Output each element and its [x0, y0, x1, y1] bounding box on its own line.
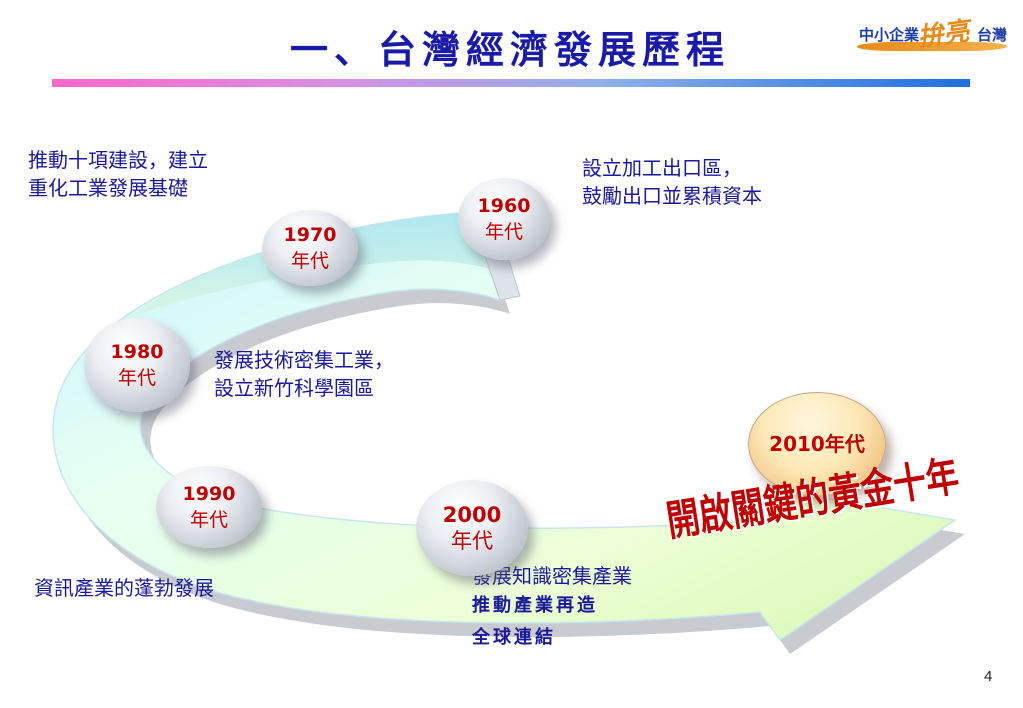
node-2000-label: 年代 [451, 529, 493, 553]
node-1970: 1970 年代 [262, 210, 358, 286]
page-number: 4 [984, 668, 993, 685]
node-1990-year: 1990 [182, 483, 236, 505]
note-1960-line1: 設立加工出口區， [582, 156, 742, 180]
note-1990-line1: 資訊產業的蓬勃發展 [34, 576, 214, 600]
node-1970-label: 年代 [290, 250, 329, 272]
node-2010: 2010 年代 [748, 392, 886, 496]
node-1960: 1960 年代 [458, 178, 550, 260]
note-1970-line2: 重化工業發展基礎 [28, 176, 188, 200]
note-1990: 資訊產業的蓬勃發展 [34, 574, 214, 602]
note-1980-line1: 發展技術密集工業， [214, 348, 394, 372]
node-1980-label: 年代 [117, 367, 156, 389]
node-2010-label: 年代 [824, 432, 865, 456]
node-2010-year: 2010 [769, 432, 825, 456]
note-2000-line3: 全球連結 [472, 627, 556, 648]
node-1970-year: 1970 [283, 224, 337, 246]
node-2000-year: 2000 [442, 503, 502, 527]
note-1980-line2: 設立新竹科學園區 [214, 376, 374, 400]
node-1990-label: 年代 [189, 509, 228, 531]
slide-title: 一、台灣經濟發展歷程 [289, 27, 730, 72]
logo-text-right: 台灣 [977, 26, 1008, 44]
note-2000-line2: 推動產業再造 [472, 595, 598, 616]
node-1980-year: 1980 [110, 341, 164, 363]
node-1980: 1980 年代 [84, 318, 190, 412]
note-1960: 設立加工出口區， 鼓勵出口並累積資本 [582, 154, 762, 210]
node-1960-label: 年代 [484, 221, 523, 243]
logo-text-left: 中小企業 [859, 26, 920, 44]
node-2000: 2000 年代 [416, 480, 528, 576]
node-1960-year: 1960 [477, 195, 531, 217]
arrow-body [52, 211, 957, 642]
title-underline-bar [52, 79, 970, 87]
note-1980: 發展技術密集工業， 設立新竹科學園區 [214, 346, 394, 402]
note-2000: 發展知識密集產業 推動產業再造 全球連結 [472, 562, 632, 654]
note-1960-line2: 鼓勵出口並累積資本 [582, 184, 762, 208]
node-1990: 1990 年代 [156, 466, 262, 548]
note-1970-line1: 推動十項建設，建立 [28, 148, 208, 172]
brand-logo: 中小企業 拚亮 台灣 [855, 12, 1020, 58]
note-1970: 推動十項建設，建立 重化工業發展基礎 [28, 146, 208, 202]
